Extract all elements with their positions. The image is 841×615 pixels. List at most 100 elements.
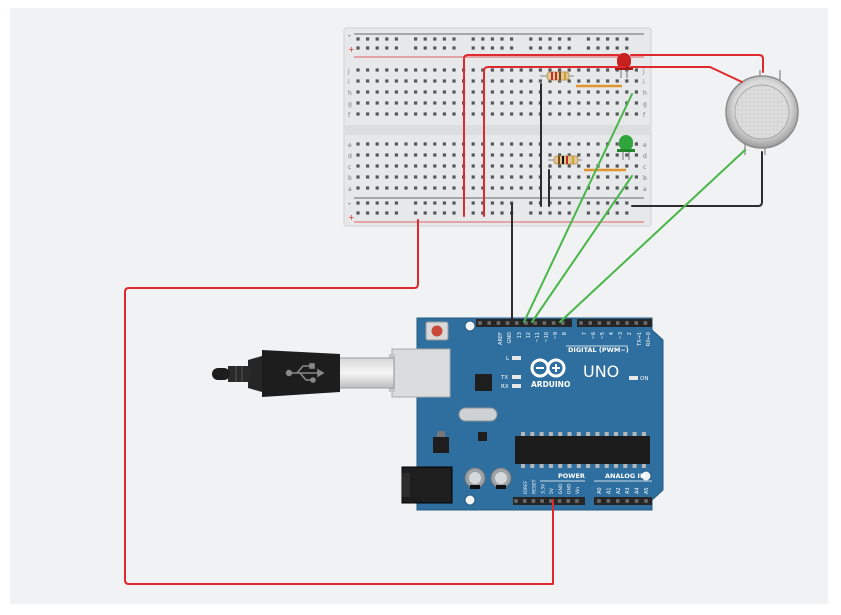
digital-pin-hole[interactable] [588,321,592,325]
power-analog-pin-holes [514,499,648,503]
digital-pin-hole[interactable] [561,321,565,325]
digital-pin-hole[interactable] [505,321,510,325]
usb-symbol-icon [285,363,325,383]
usb-cable[interactable] [212,350,395,397]
power-pin-hole[interactable] [540,499,544,503]
breadboard-hole [404,112,408,116]
power-pin-hole[interactable] [531,499,536,503]
power-pin-hole[interactable] [575,499,579,503]
red-wire-sensor-vcc[interactable] [630,54,764,73]
digital-pin-hole[interactable] [542,321,547,325]
red-wire-rail-to-sensor[interactable] [483,66,626,217]
breadboard-hole [510,153,514,157]
digital-pin-hole[interactable] [616,321,620,325]
breadboard-hole [414,142,418,146]
breadboard-hole [519,175,523,179]
breadboard-hole [558,175,562,179]
chip-pin [539,432,544,436]
breadboard-hole [548,46,552,50]
breadboard-hole [385,175,389,179]
breadboard-hole [433,68,437,72]
digital-pin-hole[interactable] [643,321,648,325]
analog-pin-hole[interactable] [644,499,648,503]
power-pin-hole[interactable] [549,499,553,503]
breadboard-hole [500,101,504,105]
breadboard-hole [558,142,562,146]
analog-pin-hole[interactable] [634,499,639,503]
resistor-1[interactable] [540,71,622,88]
breadboard-hole [490,175,494,179]
digital-pin-hole[interactable] [487,321,491,325]
black-wire-sensor-gnd[interactable] [631,151,763,207]
analog-pin-hole[interactable] [606,499,611,503]
digital-pin-hole[interactable] [634,321,638,325]
power-pin-hole[interactable] [557,499,562,503]
analog-pin-label: A3 [625,487,631,494]
breadboard-hole [625,186,629,190]
red-wire-rail-to-red-led[interactable] [463,54,620,217]
digital-pin-hole[interactable] [515,321,519,325]
red-wire-sensor-2[interactable] [630,66,743,83]
breadboard-row-label: d [643,153,647,160]
digital-pwm-label: DIGITAL (PWM~) [568,346,629,354]
digital-pin-hole[interactable] [625,321,629,325]
chip-pin [548,432,553,436]
breadboard-hole [615,175,619,179]
breadboard-hole [452,90,456,94]
breadboard-hole [567,186,571,190]
power-pin-hole[interactable] [522,499,527,503]
green-led[interactable] [617,135,635,160]
breadboard-hole [385,142,389,146]
breadboard-hole [615,142,619,146]
analog-header [594,497,652,505]
red-wire-5v-to-rail[interactable] [124,219,554,585]
digital-pin-hole[interactable] [551,321,556,325]
digital-pin-hole[interactable] [496,321,501,325]
digital-pin-hole[interactable] [524,321,528,325]
breadboard-hole [375,90,379,94]
breadboard-row-label: c [643,164,646,171]
breadboard-hole [490,164,494,168]
breadboard-hole [567,101,571,105]
digital-pin-hole[interactable] [478,321,482,325]
digital-pin-hole[interactable] [606,321,611,325]
breadboard-hole [558,46,562,50]
analog-pin-hole[interactable] [625,499,629,503]
breadboard-hole [548,68,552,72]
breadboard-hole [490,112,494,116]
green-wire-pin12-to-green-led[interactable] [531,175,633,323]
digital-pin-hole[interactable] [579,321,583,325]
digital-pin-hole[interactable] [597,321,602,325]
breadboard-hole [625,46,629,50]
analog-pin-hole[interactable] [597,499,601,503]
breadboard-hole [558,201,562,205]
green-wire-to-sensor[interactable] [559,149,746,323]
breadboard-hole [577,186,581,190]
analog-pin-hole[interactable] [616,499,620,503]
digital-pin-hole[interactable] [533,321,537,325]
power-barrel-jack[interactable] [401,466,453,504]
breadboard-hole [356,142,360,146]
chip-pin [558,432,563,436]
breadboard-hole [471,112,475,116]
gas-sensor[interactable] [725,70,799,155]
breadboard-hole [471,186,475,190]
chip-pin [623,432,628,436]
green-wire-pin13-to-red-led[interactable] [523,93,633,323]
breadboard-hole [538,68,542,72]
breadboard-hole [481,142,485,146]
tx-led [512,375,521,379]
breadboard-hole [567,90,571,94]
breadboard-hole [596,79,600,83]
breadboard-hole [452,37,456,41]
power-pin-hole[interactable] [566,499,570,503]
reset-button-cap[interactable] [431,325,443,337]
red-led[interactable] [615,53,633,78]
resistor-2[interactable] [548,155,626,172]
breadboard-hole [634,153,638,157]
power-pin-hole[interactable] [514,499,518,503]
breadboard-hole [586,164,590,168]
breadboard-hole [394,112,398,116]
breadboard-hole [471,175,475,179]
breadboard-hole [596,153,600,157]
